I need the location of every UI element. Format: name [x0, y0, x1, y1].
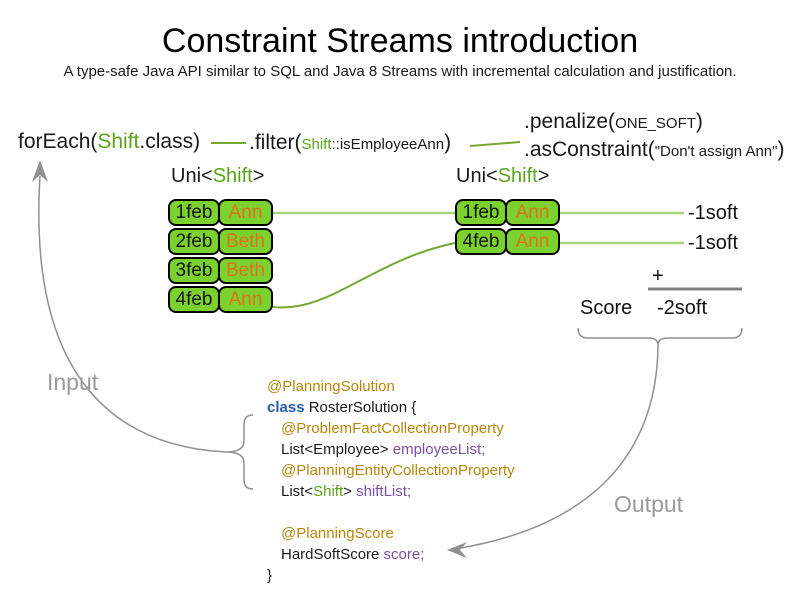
shift-employee-cell: Ann — [505, 228, 560, 255]
asconstraint-expression: .asConstraint("Don't assign Ann") — [524, 138, 784, 162]
closing-brace: } — [267, 567, 273, 584]
field-type: List< — [281, 483, 314, 500]
shift-date-cell: 3feb — [168, 257, 220, 284]
uni-left-type: Shift — [212, 165, 253, 187]
filter-type: Shift — [301, 136, 332, 153]
table-row: 1feb Ann — [168, 199, 273, 226]
code-line: @ProblemFactCollectionProperty — [267, 418, 515, 439]
annotation-planning-entity: @PlanningEntityCollectionProperty — [281, 462, 515, 479]
table-row: 3feb Beth — [168, 257, 273, 284]
code-line: HardSoftScore score; — [267, 544, 515, 565]
stream-label-right: Uni<Shift> — [456, 165, 549, 188]
penalize-expression: .penalize(ONE_SOFT) — [524, 110, 703, 134]
code-line: List<Shift> shiftList; — [267, 481, 515, 502]
foreach-expression: forEach(Shift.class) — [18, 130, 200, 154]
field-employee-list: employeeList; — [392, 441, 486, 458]
code-line: List<Employee> employeeList; — [267, 439, 515, 460]
penalize-arg: ONE_SOFT — [615, 115, 696, 132]
code-line: @PlanningSolution — [267, 376, 515, 397]
field-score: score; — [383, 546, 425, 563]
code-line: } — [267, 565, 515, 586]
shift-employee-cell: Beth — [218, 228, 273, 255]
solution-code-block: @PlanningSolution class RosterSolution {… — [267, 376, 515, 586]
field-type: > — [343, 483, 357, 500]
field-type: HardSoftScore — [281, 546, 384, 563]
annotation-problem-fact: @ProblemFactCollectionProperty — [281, 420, 504, 437]
foreach-type: Shift — [97, 130, 140, 153]
table-row: 4feb Ann — [168, 286, 273, 313]
asconstraint-pre: .asConstraint( — [524, 138, 655, 161]
code-line: @PlanningScore — [267, 523, 515, 544]
uni-right-type: Shift — [497, 165, 538, 187]
class-name: RosterSolution { — [308, 399, 417, 416]
table-row: 4feb Ann — [455, 228, 560, 255]
output-label: Output — [614, 491, 684, 517]
score-label: Score — [580, 297, 633, 319]
score-total: -2soft — [657, 297, 708, 319]
penalize-pre: .penalize( — [524, 110, 616, 133]
solution-brace — [225, 414, 254, 490]
table-row: 2feb Beth — [168, 228, 273, 255]
shift-employee-cell: Ann — [218, 286, 273, 313]
shift-type: Shift — [313, 483, 344, 500]
input-arrowhead-icon — [32, 160, 48, 182]
shift-table-right: 1feb Ann 4feb Ann — [455, 199, 560, 255]
connector-filter-penalize — [469, 141, 521, 147]
penalty-value-1: -1soft — [688, 202, 739, 224]
foreach-pre: forEach( — [18, 130, 98, 153]
shift-employee-cell: Ann — [505, 199, 560, 226]
uni-right-post: > — [537, 165, 550, 187]
page-subtitle: A type-safe Java API similar to SQL and … — [63, 63, 737, 80]
page-title: Constraint Streams introduction — [161, 22, 639, 60]
score-brace — [577, 327, 743, 346]
shift-employee-cell: Ann — [218, 199, 273, 226]
shift-date-cell: 4feb — [455, 228, 507, 255]
field-shift-list: shiftList; — [356, 483, 412, 500]
filter-expression: .filter(Shift::isEmployeeAnn) — [249, 131, 451, 155]
asconstraint-post: ) — [777, 138, 785, 161]
shift-date-cell: 1feb — [455, 199, 507, 226]
uni-left-post: > — [252, 165, 265, 187]
plus-sign: + — [652, 265, 664, 287]
filter-method: ::isEmployeeAnn — [331, 136, 445, 153]
annotation-planning-score: @PlanningScore — [281, 525, 394, 542]
filter-post: ) — [444, 131, 452, 154]
shift-table-left: 1feb Ann 2feb Beth 3feb Beth 4feb Ann — [168, 199, 273, 313]
annotation-planning-solution: @PlanningSolution — [267, 378, 395, 395]
stream-label-left: Uni<Shift> — [171, 165, 264, 188]
code-line: class RosterSolution { — [267, 397, 515, 418]
connector-4feb — [272, 242, 456, 309]
class-keyword: class — [267, 399, 309, 416]
shift-date-cell: 2feb — [168, 228, 220, 255]
code-line: @PlanningEntityCollectionProperty — [267, 460, 515, 481]
filter-pre: .filter( — [249, 131, 302, 154]
table-row: 1feb Ann — [455, 199, 560, 226]
shift-date-cell: 1feb — [168, 199, 220, 226]
shift-employee-cell: Beth — [218, 257, 273, 284]
uni-left-pre: Uni< — [171, 165, 213, 187]
asconstraint-arg: "Don't assign Ann" — [654, 143, 778, 160]
shift-date-cell: 4feb — [168, 286, 220, 313]
uni-right-pre: Uni< — [456, 165, 498, 187]
penalize-post: ) — [695, 110, 703, 133]
field-type: List<Employee> — [281, 441, 393, 458]
foreach-post: .class) — [139, 130, 201, 153]
input-label: Input — [47, 369, 99, 395]
code-blank-line — [267, 502, 515, 523]
penalty-value-2: -1soft — [688, 232, 739, 254]
